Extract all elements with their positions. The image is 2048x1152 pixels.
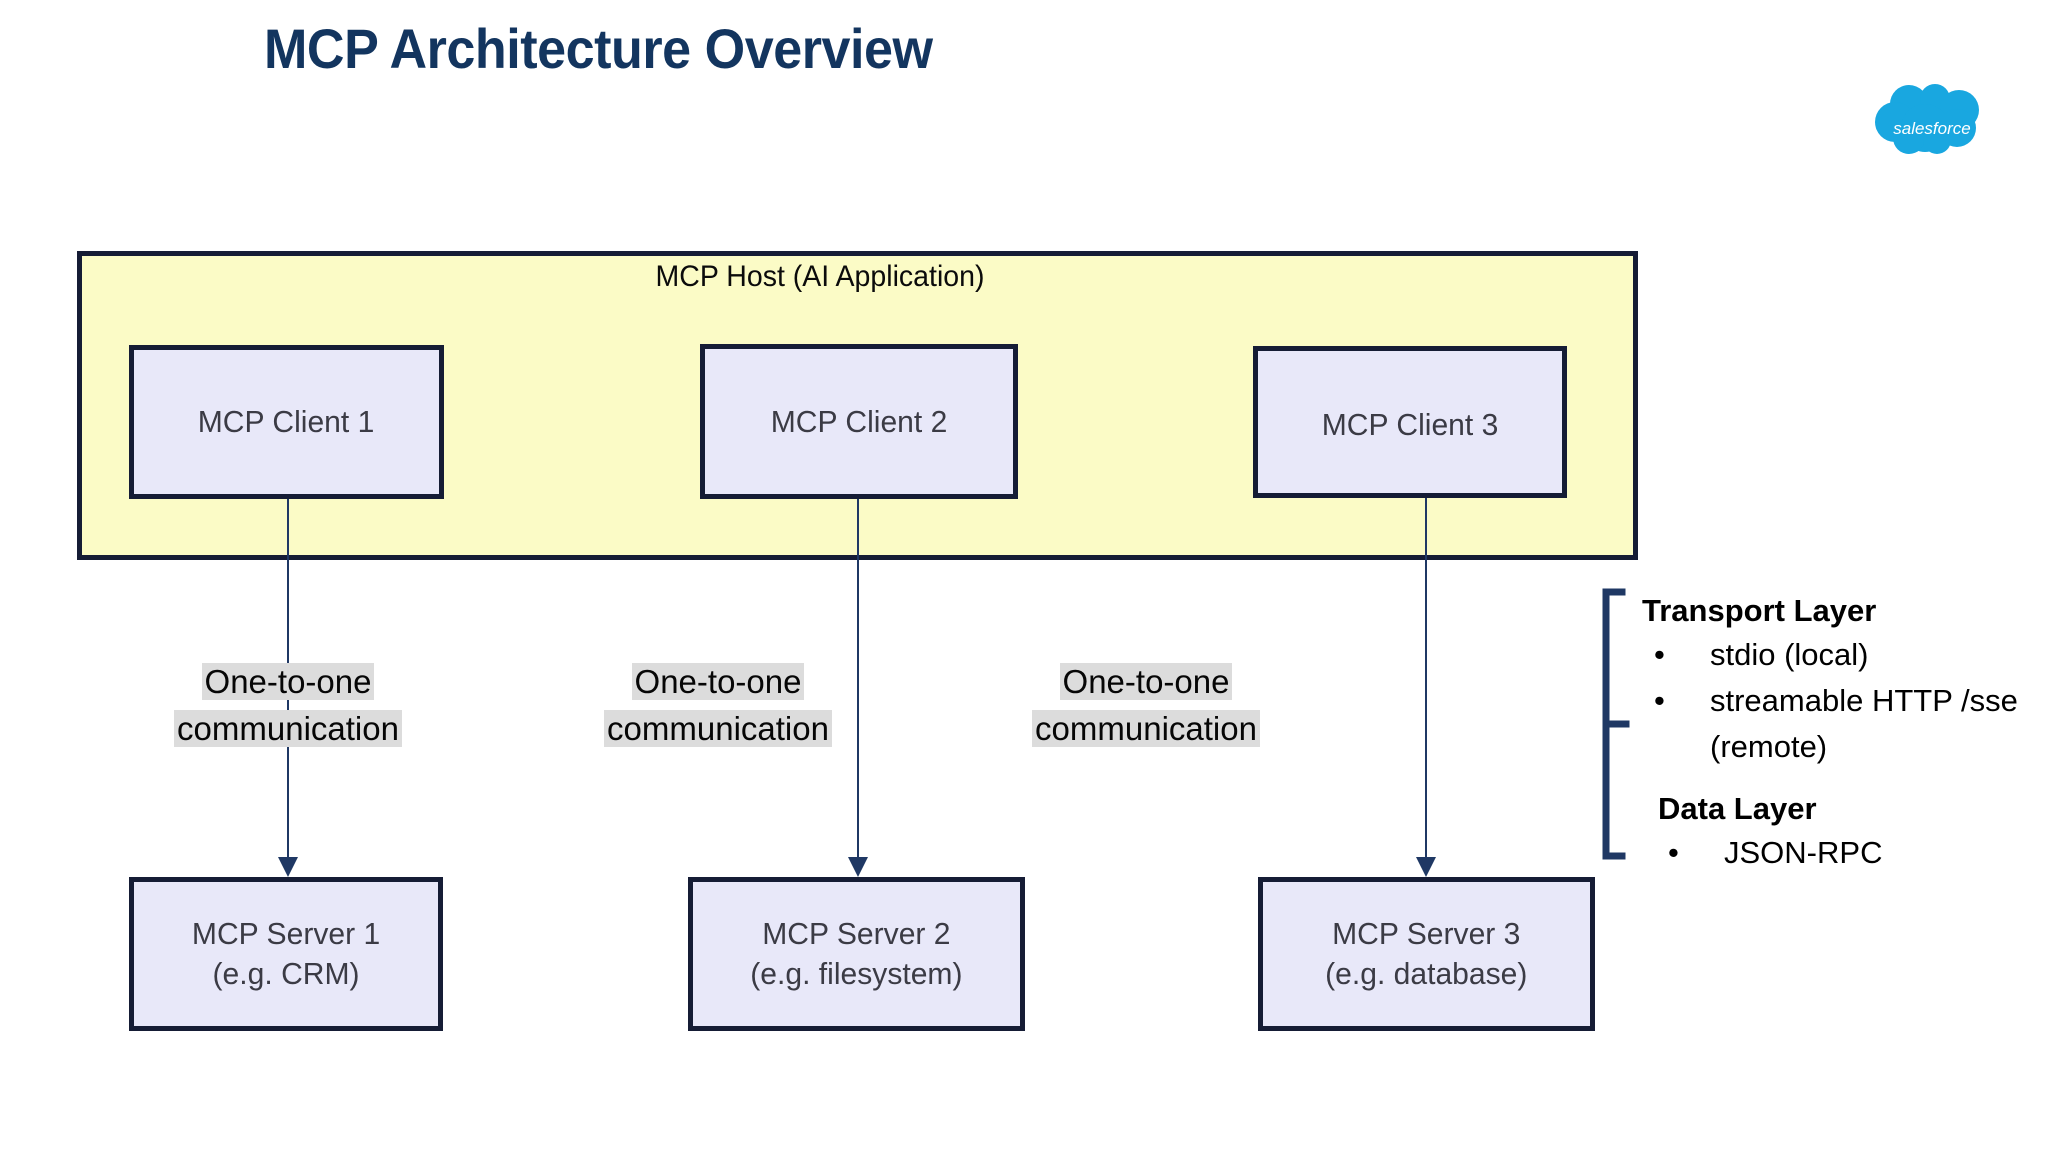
mcp-server-3-box[interactable]: MCP Server 3 (e.g. database) xyxy=(1258,877,1595,1031)
transport-layer-heading: Transport Layer xyxy=(1642,593,1877,628)
transport-layer-list: • stdio (local) • streamable HTTP /sse (… xyxy=(1642,632,2042,770)
mcp-server-1-box[interactable]: MCP Server 1 (e.g. CRM) xyxy=(129,877,443,1031)
comm-label-1-line2: communication xyxy=(174,710,402,747)
layers-legend: Transport Layer • stdio (local) • stream… xyxy=(1642,590,2042,876)
layers-bracket-icon xyxy=(1596,588,1636,860)
comm-label-1-line1: One-to-one xyxy=(201,663,375,700)
list-item: • streamable HTTP /sse (remote) xyxy=(1642,678,2042,770)
mcp-server-2-line2: (e.g. filesystem) xyxy=(750,956,963,991)
connector-client3-server3 xyxy=(1416,498,1436,877)
salesforce-wordmark: salesforce xyxy=(1893,119,1970,138)
mcp-client-3-label: MCP Client 3 xyxy=(1321,407,1499,442)
mcp-host-label: MCP Host (AI Application) xyxy=(655,260,985,293)
data-layer-heading: Data Layer xyxy=(1658,791,1817,826)
bullet-icon: • xyxy=(1668,835,1679,870)
mcp-server-1-line1: MCP Server 1 xyxy=(191,916,381,951)
mcp-server-1-line2: (e.g. CRM) xyxy=(212,956,360,991)
mcp-server-2-box[interactable]: MCP Server 2 (e.g. filesystem) xyxy=(688,877,1025,1031)
mcp-server-2-label: MCP Server 2 (e.g. filesystem) xyxy=(750,914,962,994)
mcp-server-3-line1: MCP Server 3 xyxy=(1332,916,1521,951)
list-item: • stdio (local) xyxy=(1642,632,2042,678)
comm-label-2-line1: One-to-one xyxy=(631,663,805,700)
comm-label-3: One-to-one communication xyxy=(976,658,1316,752)
comm-label-2-line2: communication xyxy=(604,710,832,747)
comm-label-2: One-to-one communication xyxy=(548,658,888,752)
salesforce-cloud-logo: salesforce xyxy=(1873,82,1991,158)
connector-client2-server2 xyxy=(848,499,868,877)
mcp-client-1-label: MCP Client 1 xyxy=(198,404,375,439)
list-item: • JSON-RPC xyxy=(1642,830,2042,876)
comm-label-1: One-to-one communication xyxy=(118,658,458,752)
mcp-server-1-label: MCP Server 1 (e.g. CRM) xyxy=(192,914,380,994)
arrowhead-icon xyxy=(1416,857,1436,877)
bullet-icon: • xyxy=(1654,683,1665,718)
arrowhead-icon xyxy=(278,857,298,877)
transport-item-0-text: stdio (local) xyxy=(1710,637,1869,672)
bullet-icon: • xyxy=(1654,637,1665,672)
mcp-client-3-box[interactable]: MCP Client 3 xyxy=(1253,346,1567,498)
arrowhead-icon xyxy=(848,857,868,877)
transport-item-1-text: streamable HTTP /sse (remote) xyxy=(1710,683,2018,764)
mcp-client-2-label: MCP Client 2 xyxy=(770,403,948,439)
page-title: MCP Architecture Overview xyxy=(264,17,933,80)
data-layer-list: • JSON-RPC xyxy=(1642,830,2042,876)
comm-label-3-line1: One-to-one xyxy=(1059,663,1233,700)
mcp-client-1-box[interactable]: MCP Client 1 xyxy=(129,345,444,499)
connector-line xyxy=(1425,498,1427,859)
comm-label-3-line2: communication xyxy=(1032,710,1260,747)
mcp-server-3-line2: (e.g. database) xyxy=(1325,956,1528,991)
mcp-server-2-line1: MCP Server 2 xyxy=(762,916,951,951)
data-item-0-text: JSON-RPC xyxy=(1724,835,1883,870)
connector-line xyxy=(857,499,859,859)
mcp-server-3-label: MCP Server 3 (e.g. database) xyxy=(1325,914,1527,994)
mcp-client-2-box[interactable]: MCP Client 2 xyxy=(700,344,1018,499)
